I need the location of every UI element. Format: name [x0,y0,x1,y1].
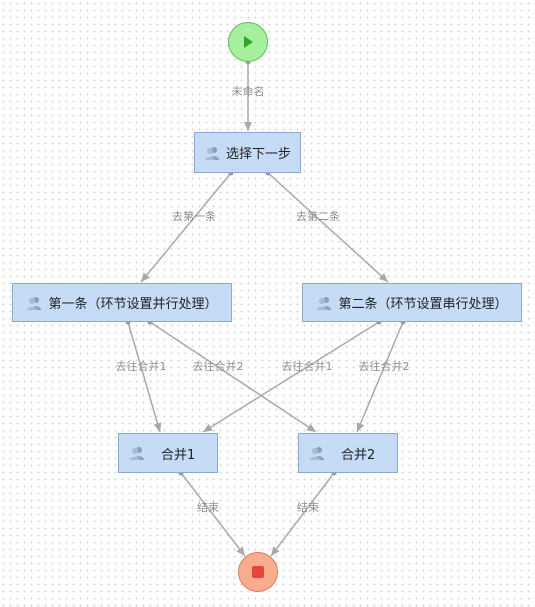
node-label: 合并1 [161,447,196,463]
node-label: 选择下一步 [225,147,291,162]
users-icon [309,446,325,460]
users-icon [204,146,220,160]
node-merge2[interactable]: 合并2 [298,433,398,473]
node-label: 第一条（环节设置并行处理） [48,297,218,312]
edge-second-to-merge2[interactable] [356,321,404,433]
edge-label-first-to-merge2: 去往合并2 [192,360,244,373]
edge-first-to-merge1[interactable] [127,321,162,433]
edge-label-end1: 结束 [197,501,219,514]
edge-label-first-to-merge1: 去往合并1 [115,360,167,373]
node-label: 第二条（环节设置串行处理） [338,297,508,312]
edge-label-unnamed: 未命名 [231,85,265,98]
end-node[interactable] [238,552,278,592]
edge-label-second-to-merge2: 去往合并2 [358,360,410,373]
edge-first-to-merge2[interactable] [149,321,317,433]
users-icon [316,296,332,310]
node-merge1[interactable]: 合并1 [118,433,218,473]
node-label: 合并2 [341,447,376,463]
edge-label-second-to-merge1: 去往合并1 [281,360,333,373]
node-select-next[interactable]: 选择下一步 [194,132,301,173]
edge-select-to-second[interactable] [267,172,389,283]
stop-icon [252,566,264,578]
edge-merge1-to-end[interactable] [180,472,246,557]
edge-label-to-first: 去第一条 [172,210,216,223]
play-icon [244,36,253,48]
node-first[interactable]: 第一条（环节设置并行处理） [12,283,232,322]
edge-merge2-to-end[interactable] [270,472,335,557]
edge-second-to-merge1[interactable] [202,321,380,433]
edge-select-to-first[interactable] [140,172,232,283]
edge-label-to-second: 去第二条 [296,210,340,223]
users-icon [129,446,145,460]
users-icon [26,296,42,310]
node-second[interactable]: 第二条（环节设置串行处理） [302,283,522,322]
edge-label-end2: 结束 [297,501,319,514]
start-node[interactable] [228,22,268,62]
